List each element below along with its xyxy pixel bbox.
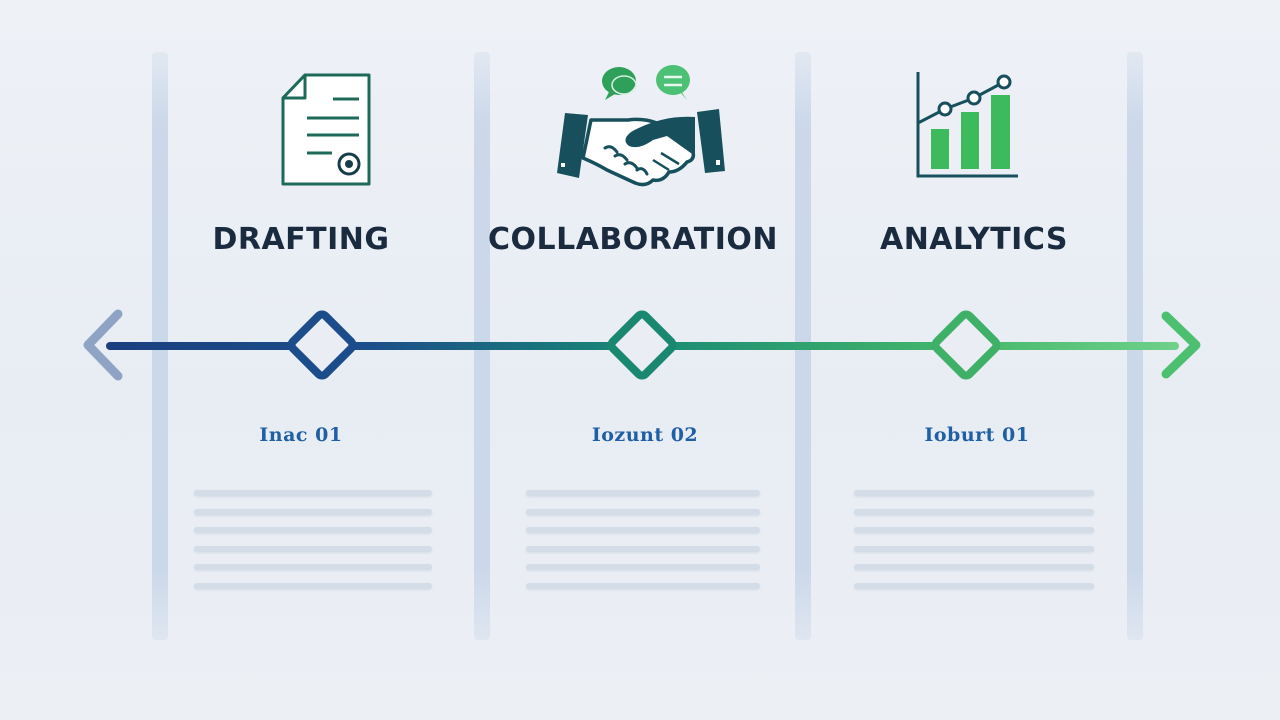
step-label: Inac 01 xyxy=(259,424,343,446)
placeholder-line xyxy=(194,564,432,570)
placeholder-line xyxy=(854,564,1094,570)
placeholder-line xyxy=(526,508,760,515)
step-label: Iozunt 02 xyxy=(591,424,699,446)
placeholder-line xyxy=(194,508,432,515)
placeholder-line xyxy=(854,582,1094,589)
placeholder-text-block xyxy=(526,490,760,601)
stage-title: ANALYTICS xyxy=(879,222,1068,257)
placeholder-line xyxy=(194,527,432,533)
placeholder-line xyxy=(526,545,760,552)
stage-drafting: DRAFTING Inac 01 xyxy=(168,0,474,720)
document-certificate-icon xyxy=(271,62,371,196)
chat-bubble-icon xyxy=(602,67,637,100)
placeholder-text-block xyxy=(854,490,1094,601)
stage-collaboration: COLLABORATION Iozunt 02 xyxy=(488,0,796,720)
handshake-chat-icon xyxy=(553,60,733,199)
placeholder-line xyxy=(854,508,1094,515)
chat-bubble-icon xyxy=(656,65,690,100)
placeholder-line xyxy=(526,582,760,589)
bar-line-chart-icon xyxy=(914,68,1024,186)
milestone-diamond-2[interactable] xyxy=(607,310,677,380)
milestone-diamond-3[interactable] xyxy=(931,310,1001,380)
stage-title: DRAFTING xyxy=(212,222,390,257)
placeholder-line xyxy=(194,582,432,589)
step-label: Ioburt 01 xyxy=(924,424,1030,446)
placeholder-line xyxy=(526,490,760,496)
placeholder-line xyxy=(854,527,1094,533)
stage-title: COLLABORATION xyxy=(487,222,779,257)
placeholder-line xyxy=(194,545,432,552)
chevron-left-icon[interactable] xyxy=(83,309,123,381)
stage-analytics: ANALYTICS Ioburt 01 xyxy=(811,0,1127,720)
chevron-right-icon[interactable] xyxy=(1161,311,1201,379)
placeholder-line xyxy=(194,490,432,496)
placeholder-line xyxy=(526,527,760,533)
placeholder-line xyxy=(526,564,760,570)
placeholder-text-block xyxy=(194,490,432,601)
milestone-diamond-1[interactable] xyxy=(287,310,357,380)
placeholder-line xyxy=(854,490,1094,496)
placeholder-line xyxy=(854,545,1094,552)
